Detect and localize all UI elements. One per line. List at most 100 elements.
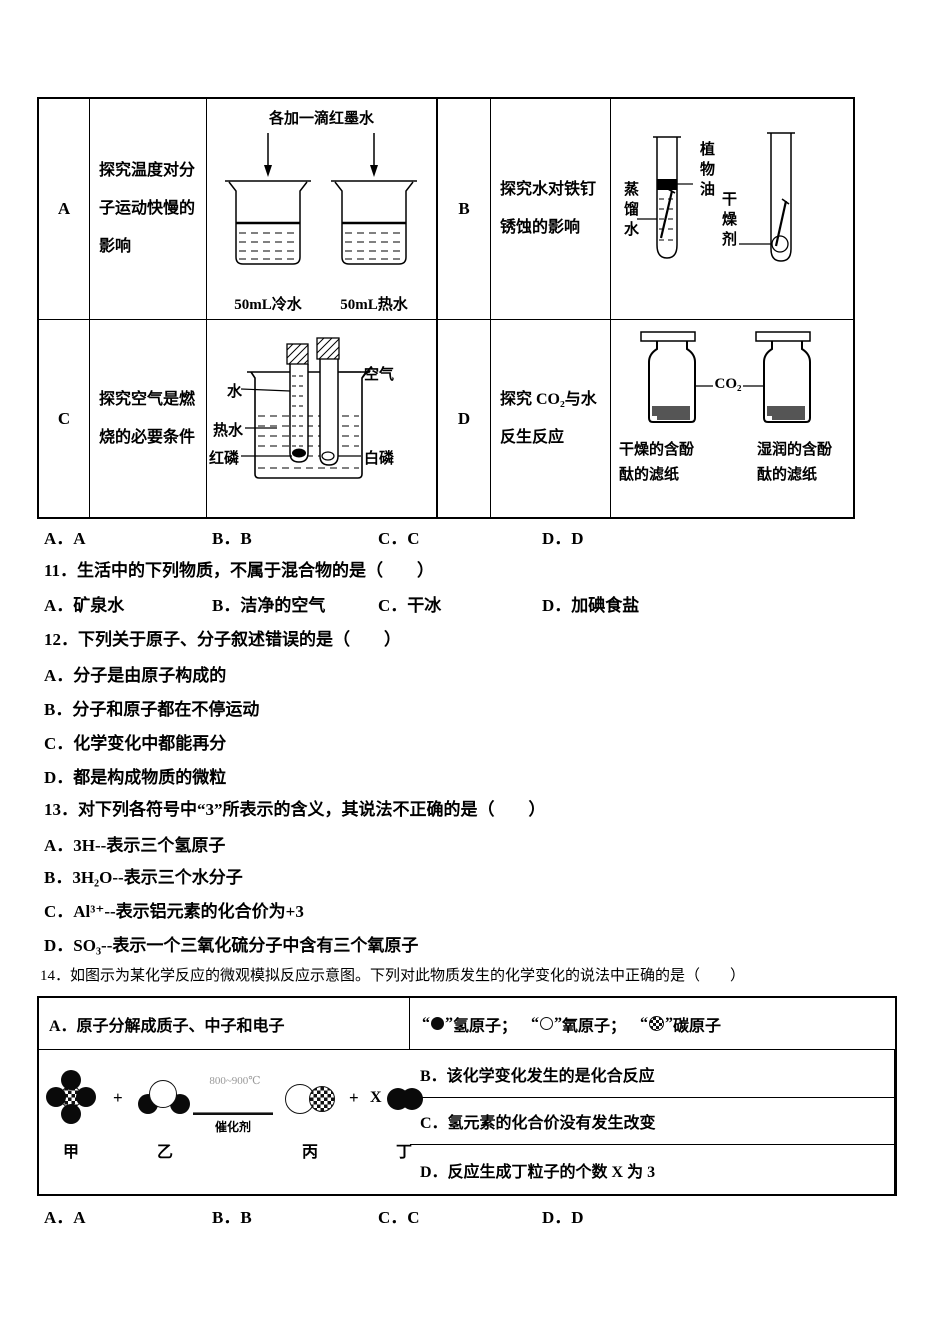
hydrogen-legend-label: 氢原子；: [453, 1017, 518, 1035]
catalyst-label: 催化剂: [214, 1120, 251, 1134]
carbon-legend-label: 碳原子: [673, 1017, 722, 1035]
diagram-a-caption: 各加一滴红墨水: [268, 111, 374, 127]
q12-option-d: D．都是构成物质的微粒: [44, 768, 227, 787]
experiment-c-diagram-cell: 水 热水 红磷 空气 白磷: [207, 320, 438, 517]
q13-option-c: C．Al³⁺--表示铝元素的化合价为+3: [44, 902, 304, 921]
vegetable-oil-layer: [657, 179, 677, 190]
rusting-nail-tubes-diagram: [637, 132, 795, 262]
rubber-stopper: [316, 337, 340, 360]
option-a-letter-cell: A: [39, 99, 90, 320]
rubber-stopper: [286, 343, 309, 365]
option-b-letter-cell: B: [438, 99, 491, 320]
answer-choices-row: A．A B．B C．C D．D: [44, 524, 924, 548]
hydrogen-atom-icon: [431, 1017, 444, 1030]
molecule-hydrogen: [387, 1088, 423, 1110]
experiment-a-description-cell: 探究温度对分子运动快慢的影响: [90, 99, 207, 320]
option-b-letter: B: [458, 199, 470, 218]
q14-option-d: D．反应生成丁粒子的个数 X 为 3: [420, 1163, 656, 1181]
test-tube-desiccant: [767, 132, 795, 262]
question-14-table: A．原子分解成质子、中子和电子 “ ” 氢原子； “ ” 氧原子； “ ” 碳原…: [37, 996, 897, 1196]
filter-paper-dry: [652, 406, 690, 420]
air-label: 空气: [364, 367, 395, 383]
hydrogen-atom-icon: [61, 1104, 81, 1124]
q11-option-c: C．干冰: [378, 596, 442, 615]
q13-option-a: A．3H--表示三个氢原子: [44, 836, 226, 855]
q13-option-d: D．SO₃--表示一个三氧化硫分子中含有三个氧原子: [44, 936, 419, 955]
experiment-a-diagram-cell: 各加一滴红墨水: [207, 99, 438, 320]
answer-choices-row: A．A B．B C．C D．D: [44, 1203, 924, 1227]
wet-filter-paper-caption: 湿润的含酚酞的滤纸: [757, 442, 833, 483]
q14-option-a-cell: A．原子分解成质子、中子和电子: [39, 998, 410, 1050]
desiccant-label: 干燥剂: [720, 191, 736, 251]
experiment-d-description-cell: 探究 CO₂与水反生反应: [491, 320, 611, 517]
question-14-stem: 14．如图示为某化学反应的微观模拟反应示意图。下列对此物质发生的化学变化的说法中…: [40, 968, 746, 984]
choice-c: C．C: [378, 1208, 420, 1227]
q14-option-b-cell: B．该化学变化发生的是化合反应: [410, 1050, 895, 1098]
water-in-tube: [659, 198, 675, 241]
oxygen-legend-label: 氧原子；: [562, 1017, 627, 1035]
plus-sign: +: [113, 1088, 123, 1107]
option-c-letter: C: [57, 408, 71, 428]
hydrogen-atom-icon: [46, 1087, 66, 1107]
q14-option-c: C．氢元素的化合价没有发生改变: [420, 1115, 656, 1132]
experiment-d-diagram-cell: CO₂ 干燥的含酚酞的滤纸 湿润的含酚酞的滤纸: [611, 320, 853, 517]
choice-d: D．D: [542, 1208, 584, 1227]
q14-option-c-cell: C．氢元素的化合价没有发生改变: [410, 1098, 895, 1145]
choice-b: B．B: [212, 529, 252, 548]
question-13-stem: 13．对下列各符号中“3”所表示的含义，其说法不正确的是（ ）: [44, 800, 546, 819]
option-d-letter: D: [457, 408, 471, 428]
filter-paper-wet: [767, 406, 805, 420]
question-11-options: A．矿泉水 B．洁净的空气 C．干冰 D．加碘食盐: [44, 591, 924, 615]
option-c-letter-cell: C: [39, 320, 90, 517]
q13-option-b: B．3H₂O--表示三个水分子: [44, 868, 243, 887]
distilled-water-label: 蒸馏水: [622, 181, 638, 241]
molecule-methane: [46, 1070, 96, 1124]
test-tube-distilled-water: [653, 136, 681, 259]
option-d-letter-cell: D: [438, 320, 491, 517]
carbon-atom-icon: [649, 1016, 665, 1031]
q14-option-b: B．该化学变化发生的是化合反应: [420, 1067, 655, 1085]
substance-yi-label: 乙: [157, 1144, 174, 1161]
water-dashes: [292, 375, 306, 447]
arrow-down-icon: [370, 165, 378, 177]
experiment-comparison-table: A 探究温度对分子运动快慢的影响 各加一滴红墨水: [37, 97, 855, 519]
beaker-hot-label: 50mL热水: [340, 297, 408, 313]
question-11-stem: 11．生活中的下列物质，不属于混合物的是（ ）: [44, 561, 435, 580]
choice-d: D．D: [542, 529, 584, 548]
substance-bing-label: 丙: [302, 1144, 319, 1161]
quote: “: [531, 1014, 540, 1032]
reaction-arrow: [193, 1112, 273, 1115]
arrow-down-icon: [264, 165, 272, 177]
hydrogen-atom-icon: [76, 1087, 96, 1107]
experiment-b-description: 探究水对铁钉锈蚀的影响: [500, 181, 597, 236]
beaker-cold-label: 50mL冷水: [234, 297, 302, 313]
quote: “: [422, 1014, 430, 1032]
white-phosphorus-label: 白磷: [364, 451, 395, 467]
q11-option-b: B．洁净的空气: [212, 596, 326, 615]
experiment-c-description: 探究空气是燃烧的必要条件: [99, 390, 196, 446]
red-phosphorus-label: 红磷: [209, 451, 240, 467]
question-12-stem: 12．下列关于原子、分子叙述错误的是（ ）: [44, 630, 401, 649]
pointer-lines: [240, 371, 361, 457]
atom-legend-cell: “ ” 氢原子； “ ” 氧原子； “ ” 碳原子: [410, 998, 895, 1050]
reaction-temperature: 800~900℃: [209, 1075, 261, 1087]
quote: ”: [445, 1014, 453, 1032]
carbon-atom-icon: [309, 1086, 335, 1112]
co2-bottles-diagram: [640, 331, 811, 423]
q12-option-a: A．分子是由原子构成的: [44, 666, 227, 685]
test-tube-water: [289, 364, 309, 463]
experiment-c-description-cell: 探究空气是燃烧的必要条件: [90, 320, 207, 517]
desiccant-blob: [771, 235, 789, 253]
coefficient-x: X: [370, 1089, 382, 1106]
test-tube-air: [319, 359, 339, 466]
substance-jia-label: 甲: [63, 1144, 80, 1161]
choice-b: B．B: [212, 1208, 252, 1227]
plus-sign: +: [349, 1088, 359, 1107]
oxygen-atom-icon: [149, 1080, 177, 1108]
oxygen-atom-icon: [540, 1017, 554, 1030]
beaker-hot-water: [331, 180, 417, 265]
q12-option-c: C．化学变化中都能再分: [44, 734, 227, 753]
water-label: 水: [227, 384, 243, 400]
q14-option-a: A．原子分解成质子、中子和电子: [49, 1017, 285, 1035]
